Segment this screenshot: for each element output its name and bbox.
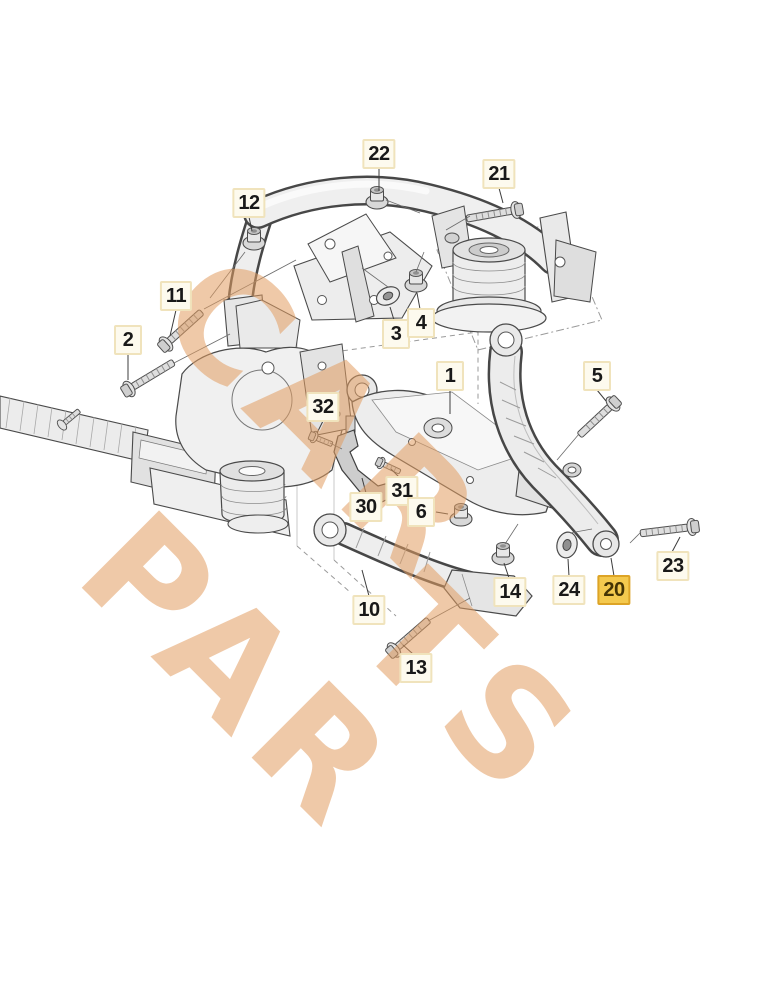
part-callout-12[interactable]: 12 [232, 188, 266, 218]
upper-control-arm [313, 513, 533, 617]
bolt-31 [374, 456, 402, 475]
subframe-bushing [431, 237, 547, 333]
bolt-13 [385, 617, 431, 659]
part-callout-6[interactable]: 6 [407, 497, 435, 527]
fasteners [56, 186, 700, 659]
part-callout-22[interactable]: 22 [362, 139, 396, 169]
nut-4 [404, 269, 428, 293]
part-callout-10[interactable]: 10 [352, 595, 386, 625]
part-callout-3[interactable]: 3 [382, 319, 410, 349]
bolt-2 [120, 359, 176, 398]
bolt-edge [56, 408, 81, 431]
washer-3 [375, 286, 401, 306]
bolt-21 [465, 201, 525, 223]
part-callout-20[interactable]: 20 [597, 575, 631, 605]
reference-lines [173, 199, 642, 622]
bolt-5 [577, 395, 622, 438]
part-callout-5[interactable]: 5 [583, 361, 611, 391]
lower-control-arm [346, 374, 559, 516]
part-callout-32[interactable]: 32 [306, 392, 340, 422]
nut-14 [491, 542, 515, 566]
part-callout-13[interactable]: 13 [399, 653, 433, 683]
part-callout-4[interactable]: 4 [407, 308, 435, 338]
bolt-32 [307, 430, 334, 447]
part-callout-14[interactable]: 14 [493, 577, 527, 607]
part-callout-1[interactable]: 1 [436, 361, 464, 391]
nut-12 [242, 227, 266, 251]
part-callout-21[interactable]: 21 [482, 159, 516, 189]
part-callout-30[interactable]: 30 [349, 492, 383, 522]
part-callout-23[interactable]: 23 [656, 551, 690, 581]
nut-6 [449, 503, 473, 527]
bolt-23 [639, 518, 700, 538]
part-callout-2[interactable]: 2 [114, 325, 142, 355]
leader-lines [127, 168, 681, 655]
part-callout-24[interactable]: 24 [552, 575, 586, 605]
bolt-11 [157, 309, 204, 353]
washer-24 [556, 531, 578, 559]
part-callout-11[interactable]: 11 [159, 281, 193, 311]
trailing-arm [487, 323, 620, 558]
